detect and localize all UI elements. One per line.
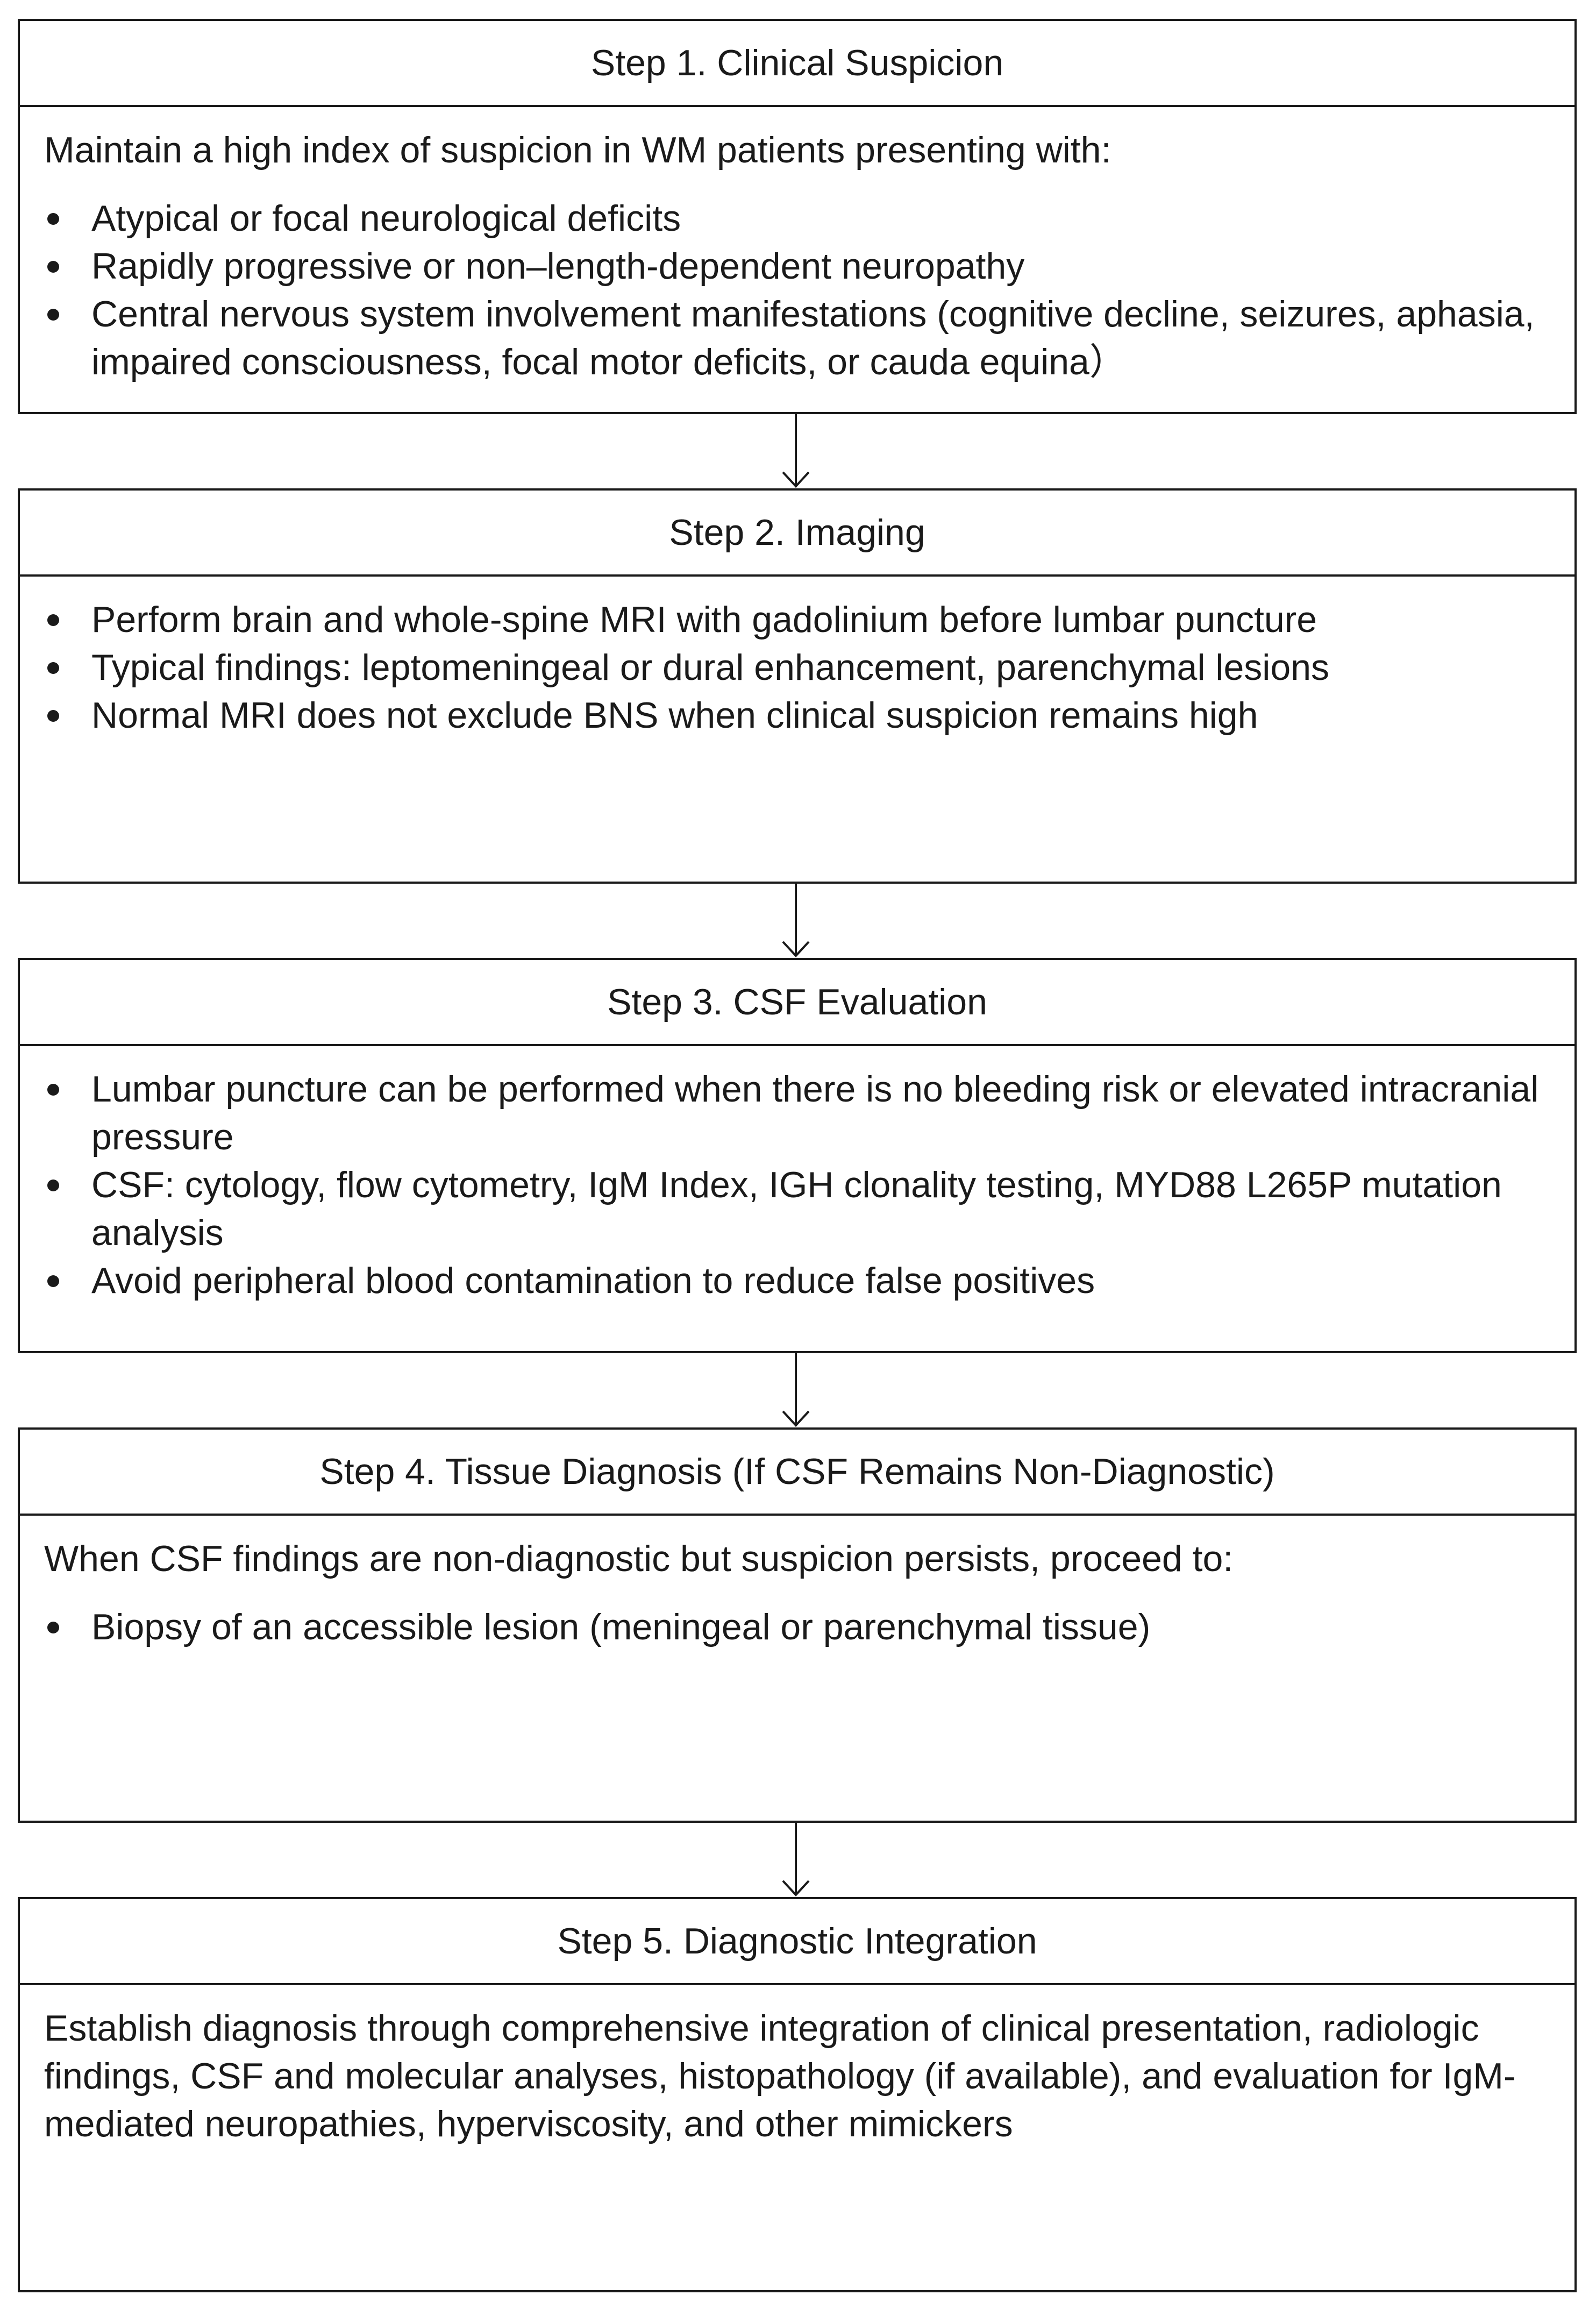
- arrow-step-4-to-5: [780, 1823, 812, 1897]
- arrow-down-icon: [782, 884, 810, 957]
- step-3-bullet-2: CSF: cytology, flow cytometry, IgM Index…: [91, 1164, 1502, 1253]
- step-3-bullet-list: Lumbar puncture can be performed when th…: [44, 1065, 1550, 1305]
- bullet-icon: [47, 309, 59, 321]
- step-1-intro: Maintain a high index of suspicion in WM…: [44, 130, 1112, 170]
- step-4-bullet-list: Biopsy of an accessible lesion (meningea…: [44, 1603, 1550, 1651]
- arrow-down-icon: [782, 1823, 810, 1896]
- bullet-icon: [47, 662, 59, 674]
- step-4-intro: When CSF findings are non-diagnostic but…: [44, 1538, 1234, 1579]
- step-1-body: Maintain a high index of suspicion in WM…: [20, 107, 1574, 386]
- arrow-step-1-to-2: [780, 414, 812, 488]
- bullet-icon: [47, 1084, 59, 1096]
- list-item: Atypical or focal neurological deficits: [44, 195, 1550, 243]
- bullet-icon: [47, 1180, 59, 1191]
- bullet-icon: [47, 261, 59, 273]
- step-2-bullet-list: Perform brain and whole-spine MRI with g…: [44, 596, 1550, 740]
- bullet-icon: [47, 1622, 59, 1633]
- step-3-title: Step 3. CSF Evaluation: [20, 960, 1574, 1046]
- step-4-bullet-1: Biopsy of an accessible lesion (meningea…: [91, 1607, 1151, 1647]
- list-item: Normal MRI does not exclude BNS when cli…: [44, 692, 1550, 740]
- arrow-step-2-to-3: [780, 884, 812, 958]
- step-5-box: Step 5. Diagnostic Integration Establish…: [18, 1897, 1577, 2292]
- arrow-down-icon: [782, 1353, 810, 1427]
- step-1-bullet-3: Central nervous system involvement manif…: [91, 294, 1535, 382]
- arrow-step-3-to-4: [780, 1353, 812, 1427]
- list-item: Avoid peripheral blood contamination to …: [44, 1257, 1550, 1305]
- step-1-bullet-1: Atypical or focal neurological deficits: [91, 198, 681, 239]
- list-item: Biopsy of an accessible lesion (meningea…: [44, 1603, 1550, 1651]
- step-2-body: Perform brain and whole-spine MRI with g…: [20, 577, 1574, 740]
- list-item: Lumbar puncture can be performed when th…: [44, 1065, 1550, 1161]
- step-5-paragraph: Establish diagnosis through comprehensiv…: [44, 2008, 1516, 2144]
- step-5-body: Establish diagnosis through comprehensiv…: [20, 1985, 1574, 2148]
- list-item: CSF: cytology, flow cytometry, IgM Index…: [44, 1161, 1550, 1257]
- step-1-box: Step 1. Clinical Suspicion Maintain a hi…: [18, 19, 1577, 414]
- step-2-box: Step 2. Imaging Perform brain and whole-…: [18, 488, 1577, 884]
- step-3-bullet-1: Lumbar puncture can be performed when th…: [91, 1069, 1539, 1157]
- step-3-bullet-3: Avoid peripheral blood contamination to …: [91, 1260, 1095, 1301]
- bullet-icon: [47, 213, 59, 225]
- list-item: Rapidly progressive or non–length-depend…: [44, 243, 1550, 290]
- bullet-icon: [47, 614, 59, 626]
- step-1-bullet-list: Atypical or focal neurological deficits …: [44, 195, 1550, 386]
- bullet-icon: [47, 1275, 59, 1287]
- step-4-box: Step 4. Tissue Diagnosis (If CSF Remains…: [18, 1427, 1577, 1823]
- step-5-title: Step 5. Diagnostic Integration: [20, 1899, 1574, 1985]
- step-1-bullet-2: Rapidly progressive or non–length-depend…: [91, 246, 1025, 287]
- bullet-icon: [47, 710, 59, 722]
- list-item: Central nervous system involvement manif…: [44, 290, 1550, 386]
- step-4-body: When CSF findings are non-diagnostic but…: [20, 1516, 1574, 1651]
- step-1-title: Step 1. Clinical Suspicion: [20, 21, 1574, 107]
- step-2-bullet-1: Perform brain and whole-spine MRI with g…: [91, 599, 1317, 640]
- step-2-bullet-2: Typical findings: leptomeningeal or dura…: [91, 647, 1330, 688]
- step-2-bullet-3: Normal MRI does not exclude BNS when cli…: [91, 695, 1258, 736]
- step-3-box: Step 3. CSF Evaluation Lumbar puncture c…: [18, 958, 1577, 1353]
- arrow-down-icon: [782, 414, 810, 488]
- step-2-title: Step 2. Imaging: [20, 491, 1574, 577]
- step-3-body: Lumbar puncture can be performed when th…: [20, 1046, 1574, 1305]
- step-4-title: Step 4. Tissue Diagnosis (If CSF Remains…: [20, 1430, 1574, 1516]
- list-item: Typical findings: leptomeningeal or dura…: [44, 644, 1550, 692]
- list-item: Perform brain and whole-spine MRI with g…: [44, 596, 1550, 644]
